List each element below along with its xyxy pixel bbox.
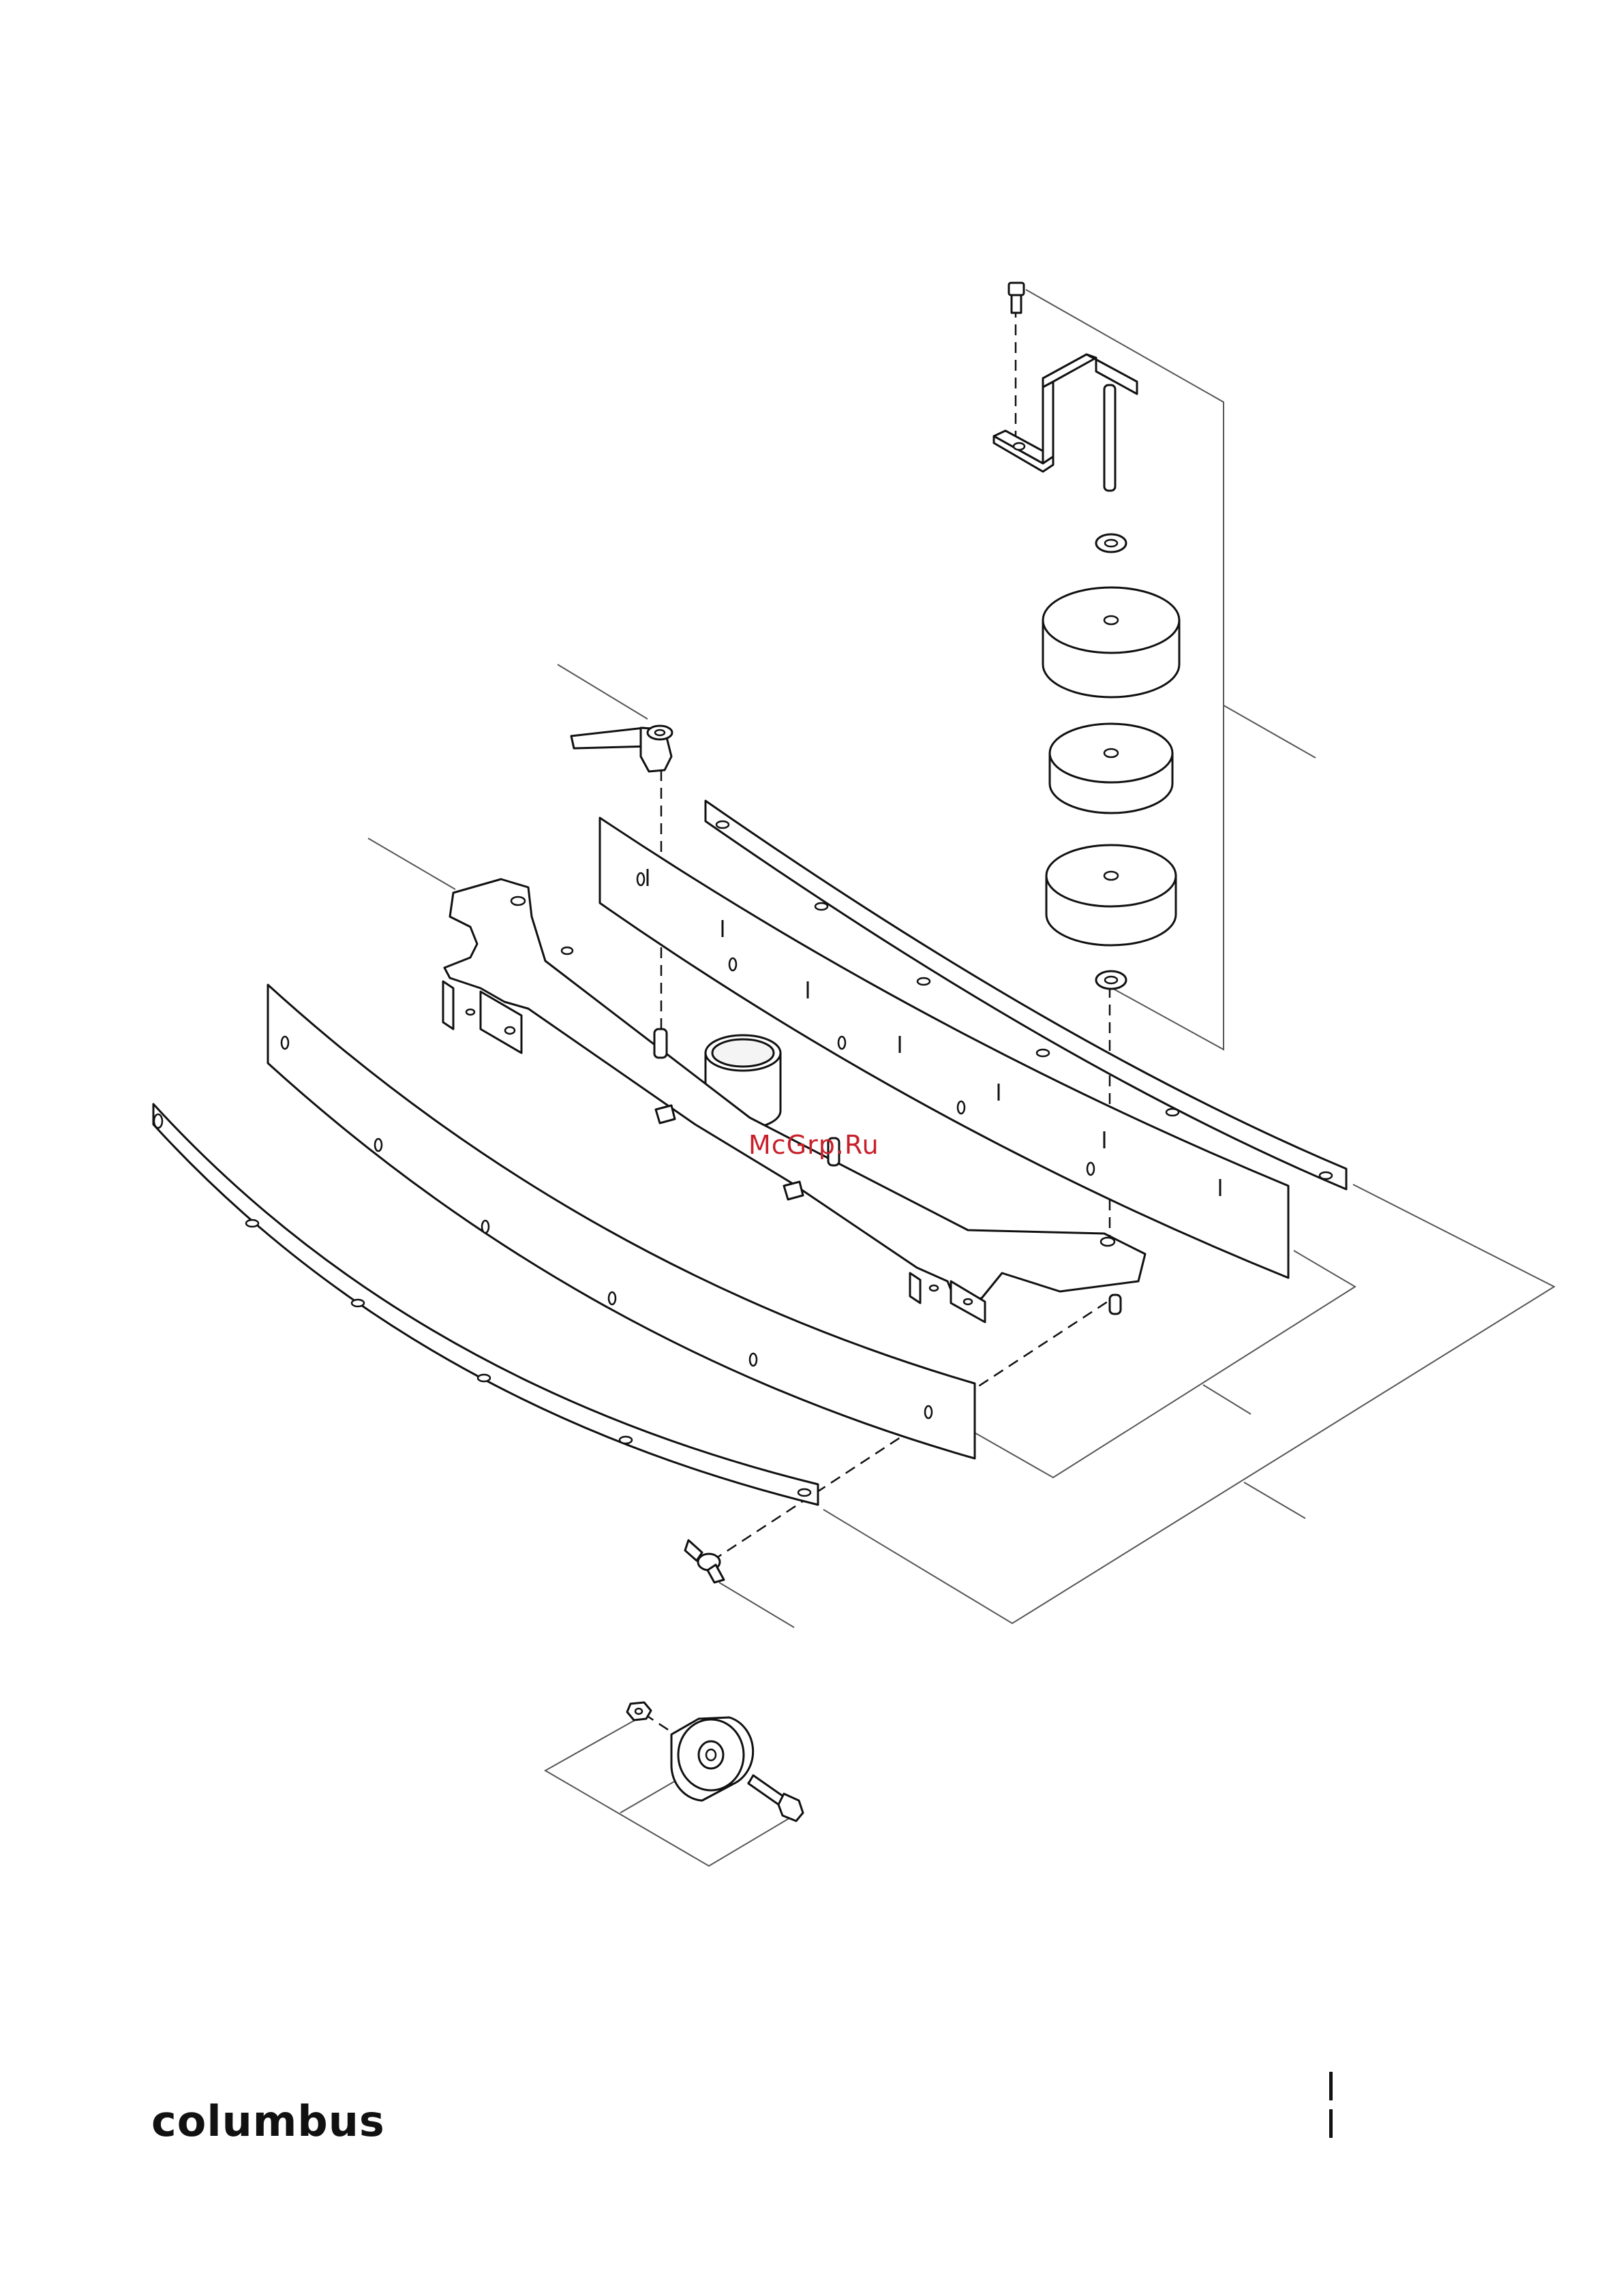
inner-rear-rail xyxy=(600,818,1288,1278)
leader-stack-label xyxy=(1224,705,1316,758)
leader-wing-nut xyxy=(719,1582,794,1627)
clamping-lever xyxy=(571,726,672,771)
wing-nut xyxy=(685,1540,724,1582)
top-screw xyxy=(1009,283,1024,313)
leader-frame xyxy=(368,838,455,889)
weight-disc-3 xyxy=(1046,845,1176,945)
page-marker-bottom xyxy=(1329,2109,1333,2138)
leader-lever xyxy=(558,664,648,719)
page-marker-top xyxy=(1329,2072,1333,2100)
columbus-logo: columbus xyxy=(151,2100,385,2143)
weight-disc-2 xyxy=(1050,724,1172,813)
leader-inner-rails-label xyxy=(1203,1385,1251,1414)
leader-outer-rails-label xyxy=(1244,1482,1305,1518)
watermark-text: McGrp.Ru xyxy=(748,1130,879,1160)
caster-assembly xyxy=(627,1702,803,1821)
weight-disc-1 xyxy=(1043,587,1179,697)
